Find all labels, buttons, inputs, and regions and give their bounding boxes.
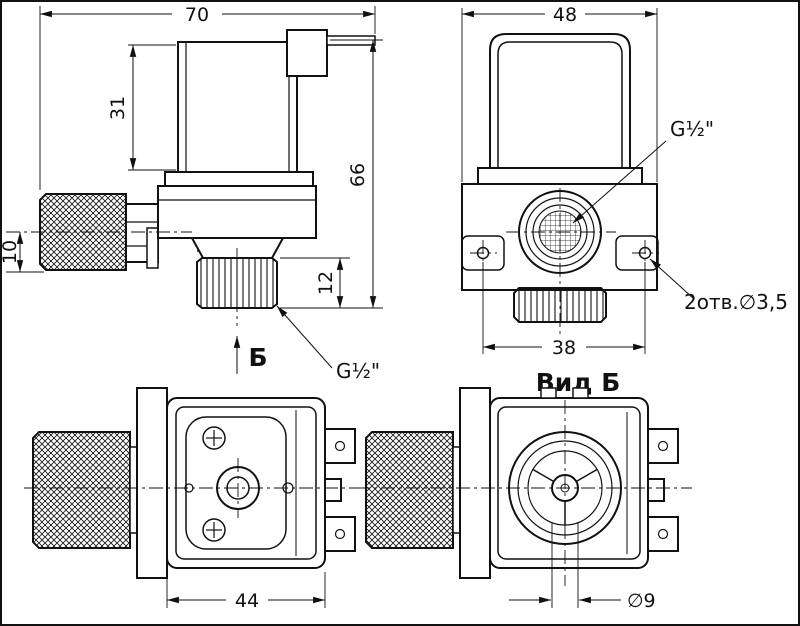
bottom-inlet-thread <box>32 431 131 549</box>
front-coil <box>489 33 631 169</box>
front-view: 48 38 G½" 2отв.∅3,5 <box>461 4 788 359</box>
dim-44-value: 44 <box>235 590 259 612</box>
side-thread-callout: G½" <box>276 305 380 383</box>
mount-holes-callout: 2отв.∅3,5 <box>649 258 788 314</box>
bottom-terminals <box>324 428 356 552</box>
dim-48: 48 <box>461 4 658 182</box>
front-thread-label: G½" <box>670 117 714 141</box>
viewb-flange <box>459 387 491 579</box>
side-view: 70 31 10 12 66 Б <box>0 4 383 383</box>
side-terminal-blade <box>326 35 376 46</box>
viewb-terminals <box>647 428 679 552</box>
mount-holes <box>470 240 659 266</box>
side-thread-label: G½" <box>336 359 380 383</box>
screw-bottom <box>202 518 226 542</box>
dim-66-value: 66 <box>347 163 369 187</box>
front-thread-callout: G½" <box>572 117 714 224</box>
dim-38-value: 38 <box>552 337 576 359</box>
view-b-arrow: Б <box>233 336 268 374</box>
dim-10: 10 <box>0 232 44 273</box>
viewb-body <box>489 397 649 569</box>
bottom-view: 44 <box>24 387 362 612</box>
view-b: Вид Б <box>356 368 692 612</box>
dim-31-value: 31 <box>107 96 129 120</box>
dim-44: 44 <box>166 572 326 612</box>
viewb-inlet-thread <box>365 431 454 549</box>
dim-12: 12 <box>280 257 350 308</box>
dim-38: 38 <box>482 262 646 359</box>
mount-holes-label: 2отв.∅3,5 <box>684 290 788 314</box>
view-b-arrow-label: Б <box>248 343 267 372</box>
dim-10-value: 10 <box>0 240 21 264</box>
side-body <box>157 185 317 239</box>
side-coil <box>177 41 298 173</box>
dim-70-value: 70 <box>185 4 209 26</box>
screw-top <box>202 426 226 450</box>
dim-48-value: 48 <box>553 4 577 26</box>
dim-31: 31 <box>107 44 176 171</box>
dim-66: 66 <box>280 39 383 309</box>
dim-12-value: 12 <box>315 271 337 295</box>
dim-dia9-value: ∅9 <box>627 590 656 612</box>
dim-dia9: ∅9 <box>509 522 656 612</box>
side-connector <box>286 29 328 77</box>
dim-70: 70 <box>39 4 376 190</box>
bottom-flange <box>136 387 168 579</box>
front-outlet-thread <box>513 287 607 323</box>
